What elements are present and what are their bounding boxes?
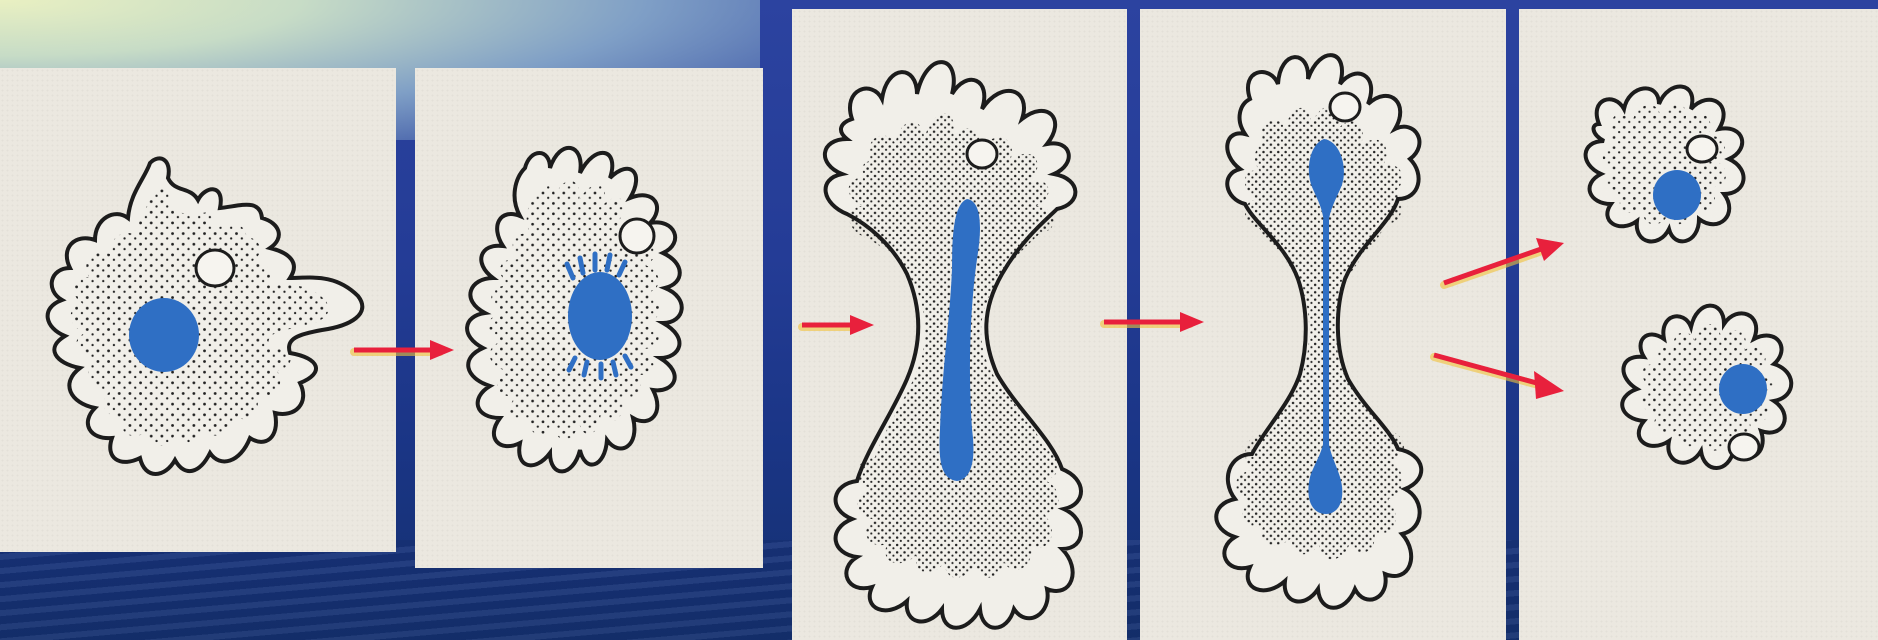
stage-2-panel (415, 68, 763, 568)
arrow-right-icon (1100, 302, 1210, 342)
arrow-right-icon (798, 305, 878, 345)
amoeba-cell-2 (415, 68, 763, 568)
vacuole (196, 250, 234, 286)
daughter-cell-bottom (1622, 306, 1791, 468)
amoeba-cell-1 (0, 68, 396, 552)
nucleus (129, 298, 199, 372)
daughter-cells (1519, 9, 1878, 640)
stage-5-panel (1519, 9, 1878, 640)
stage-1-panel (0, 68, 396, 552)
daughter-cell-top (1586, 87, 1744, 242)
vacuole (1330, 93, 1360, 121)
arrow-up-right-icon (1440, 235, 1570, 295)
vacuole (967, 140, 997, 168)
arrow-right-icon (350, 330, 460, 370)
vacuole (620, 219, 654, 253)
arrow-down-right-icon (1430, 345, 1570, 405)
